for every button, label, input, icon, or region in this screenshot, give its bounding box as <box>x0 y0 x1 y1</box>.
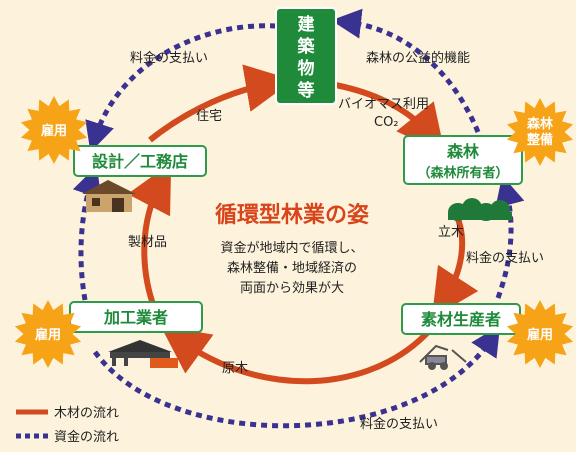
house-icon <box>82 180 136 212</box>
building-char-2: 築 <box>297 36 316 57</box>
processor-label: 加工業者 <box>103 308 168 327</box>
center-title: 循環型林業の姿 <box>215 202 369 228</box>
wood-flow-arrows <box>127 64 479 385</box>
label-log: 原木 <box>222 361 248 376</box>
building-char-4: 等 <box>298 80 315 101</box>
label-biomass: バイオマス利用 <box>338 97 429 112</box>
badge-producer-employment: 雇用 <box>506 300 574 368</box>
badge-forest-line-2: 整備 <box>526 132 553 148</box>
money-arrow-producer-to-forest <box>495 175 525 299</box>
starburst-icon <box>506 300 574 368</box>
money-flow-arrows <box>72 8 525 429</box>
building-char-1: 建 <box>298 14 315 35</box>
legend-wood-label: 木材の流れ <box>54 406 119 421</box>
label-pay-top-left: 料金の支払い <box>130 50 208 66</box>
forestry-machine-icon <box>419 344 467 370</box>
producer-node: 素材生産者 <box>401 303 521 335</box>
label-co2: CO₂ <box>374 115 399 130</box>
designer-node: 設計／工務店 <box>73 145 207 177</box>
center-line-2: 森林整備・地域経済の <box>227 260 357 276</box>
center-caption: 循環型林業の姿 資金が地域内で循環し、 森林整備・地域経済の 両面から効果が大 <box>215 202 369 296</box>
label-standing-timber: 立木 <box>438 225 464 240</box>
money-arrow-processor-to-producer <box>92 325 501 429</box>
designer-label: 設計／工務店 <box>92 152 188 171</box>
building-node: 建 築 物 等 <box>275 7 337 105</box>
legend-money-label: 資金の流れ <box>54 429 119 445</box>
badge-designer-employment: 雇用 <box>20 96 88 164</box>
wood-arrow-forest-to-producer <box>431 208 479 319</box>
wood-arrow-designer-to-building <box>148 64 294 143</box>
sawmill-icon <box>108 340 178 368</box>
badge-processor-employment: 雇用 <box>14 300 82 368</box>
legend: 木材の流れ 資金の流れ <box>16 406 119 445</box>
producer-label: 素材生産者 <box>421 310 501 329</box>
starburst-icon <box>506 98 574 166</box>
money-arrow-building-to-designer <box>85 23 277 153</box>
wood-arrow-producer-to-processor <box>160 325 433 385</box>
label-lumber-product: 製材品 <box>128 235 167 250</box>
badge-forest-line-1: 森林 <box>527 116 553 132</box>
center-line-3: 両面から効果が大 <box>240 281 344 296</box>
starburst-icon <box>20 96 88 164</box>
label-pay-bottom: 料金の支払い <box>360 416 438 432</box>
badge-producer-label: 雇用 <box>527 327 553 343</box>
forest-trees-icon <box>448 198 512 221</box>
label-public-function: 森林の公益的機能 <box>366 50 470 66</box>
processor-node: 加工業者 <box>69 301 203 333</box>
wood-arrow-processor-to-designer <box>127 162 172 312</box>
label-housing: 住宅 <box>196 109 222 124</box>
wood-arrow-building-to-forest <box>329 81 446 154</box>
building-char-3: 物 <box>298 58 315 79</box>
badge-processor-label: 雇用 <box>35 327 61 343</box>
center-line-1: 資金が地域内で循環し、 <box>220 240 363 256</box>
money-arrow-processor-to-designer <box>72 165 102 301</box>
badge-forest-maintenance: 森林 整備 <box>506 98 574 166</box>
forest-node: 森林 （森林所有者） <box>403 135 523 185</box>
starburst-icon <box>14 300 82 368</box>
forest-label: 森林 <box>447 142 479 161</box>
forest-sublabel: （森林所有者） <box>417 165 508 181</box>
money-arrow-building-to-forest <box>331 8 481 133</box>
badge-designer-label: 雇用 <box>41 123 67 139</box>
label-pay-right: 料金の支払い <box>466 250 544 266</box>
